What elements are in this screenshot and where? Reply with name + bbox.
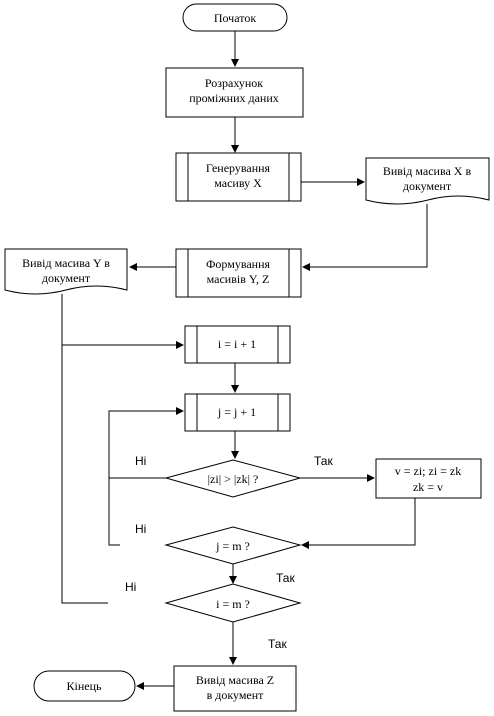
generate-x-subroutine: Генерування масиву X bbox=[175, 152, 302, 202]
no-label: Ні bbox=[135, 454, 146, 468]
swap-process: v = zi; zi = zk zk = v bbox=[375, 458, 482, 499]
output-z-label-line1: Вивід масива Z bbox=[196, 673, 274, 687]
yes-label: Так bbox=[276, 571, 295, 585]
decision-i-equals-m: i = m ? bbox=[164, 583, 302, 623]
output-z-label-line2: в документ bbox=[207, 688, 265, 702]
connector bbox=[301, 498, 416, 549]
output-y-label-line1: Вивід масива Y в bbox=[22, 256, 110, 270]
form-yz-subroutine: Формування масивів Y, Z bbox=[175, 248, 302, 298]
calc-label-line1: Розрахунок bbox=[205, 76, 263, 90]
output-x-label-line1: Вивід масива X в bbox=[383, 164, 472, 178]
connector bbox=[302, 204, 428, 271]
form-yz-label-line1: Формування bbox=[206, 257, 271, 271]
increment-i-subroutine: i = i + 1 bbox=[184, 325, 291, 364]
connector bbox=[108, 478, 120, 546]
increment-j-label: j = j + 1 bbox=[217, 405, 256, 419]
decision-compare-z-label: |zi| > |zk| ? bbox=[208, 472, 259, 486]
connector bbox=[61, 345, 108, 604]
swap-label-line1: v = zi; zi = zk bbox=[395, 464, 462, 478]
decision-j-equals-m: j = m ? bbox=[164, 526, 302, 565]
form-yz-label-line2: масивів Y, Z bbox=[207, 272, 270, 286]
decision-i-equals-m-label: i = m ? bbox=[216, 597, 250, 611]
end-label: Кінець bbox=[67, 679, 103, 693]
start-label: Початок bbox=[214, 11, 256, 25]
output-y-document: Вивід масива Y в документ bbox=[4, 248, 128, 295]
increment-j-subroutine: j = j + 1 bbox=[184, 393, 291, 432]
decision-j-equals-m-label: j = m ? bbox=[215, 539, 250, 553]
connector bbox=[61, 294, 184, 349]
calc-label-line2: проміжних даних bbox=[189, 91, 279, 105]
swap-label-line2: zk = v bbox=[413, 480, 443, 494]
increment-i-label: i = i + 1 bbox=[218, 337, 256, 351]
connector bbox=[108, 407, 184, 479]
calc-process: Розрахунок проміжних даних bbox=[165, 67, 304, 118]
yes-label: Так bbox=[268, 637, 287, 651]
output-x-label-line2: документ bbox=[403, 179, 452, 193]
end-terminator: Кінець bbox=[33, 670, 136, 702]
no-label: Ні bbox=[135, 522, 146, 536]
output-x-document: Вивід масива X в документ bbox=[365, 157, 490, 205]
no-label: Ні bbox=[125, 580, 136, 594]
output-z-process: Вивід масива Z в документ bbox=[173, 665, 297, 712]
generate-x-label-line1: Генерування bbox=[206, 161, 271, 175]
decision-compare-z: |zi| > |zk| ? bbox=[164, 459, 302, 498]
start-terminator: Початок bbox=[182, 3, 288, 32]
yes-label: Так bbox=[314, 454, 333, 468]
output-y-label-line2: документ bbox=[42, 271, 91, 285]
generate-x-label-line2: масиву X bbox=[214, 176, 262, 190]
